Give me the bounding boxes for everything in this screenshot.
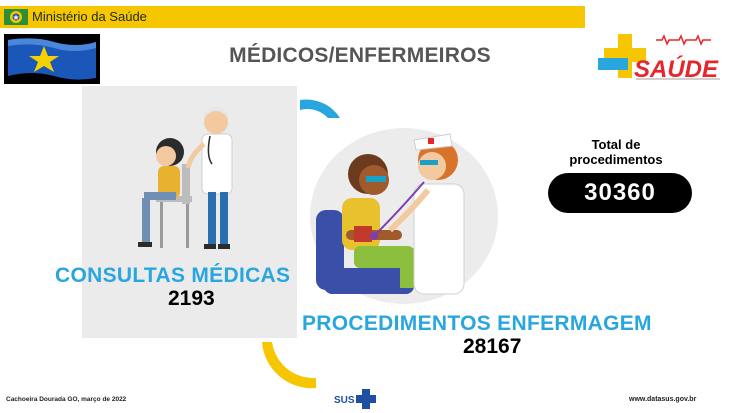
coat-of-arms-icon bbox=[4, 9, 28, 25]
sus-logo-text: SUS bbox=[334, 395, 355, 406]
procedimentos-value: 28167 bbox=[463, 335, 522, 358]
total-badge bbox=[548, 173, 692, 213]
saude-logo-icon bbox=[598, 34, 720, 80]
doctor-patient-illustration bbox=[138, 107, 233, 249]
saude-logo-text: SAÚDE bbox=[634, 56, 719, 83]
total-label: Total de procedimentos bbox=[569, 137, 663, 167]
decorative-arc-top bbox=[300, 99, 340, 118]
nurse-patient-illustration bbox=[310, 128, 498, 304]
footer-url: www.datasus.gov.br bbox=[629, 396, 697, 403]
footer-location-date: Cachoeira Dourada GO, março de 2022 bbox=[6, 396, 127, 403]
state-flag-icon bbox=[4, 34, 100, 84]
consultas-label: CONSULTAS MÉDICAS bbox=[55, 264, 291, 287]
consultas-value: 2193 bbox=[168, 287, 215, 310]
procedimentos-label: PROCEDIMENTOS ENFERMAGEM bbox=[302, 312, 652, 335]
ministry-label: Ministério da Saúde bbox=[32, 9, 147, 24]
ministry-header-bar: Ministério da Saúde bbox=[0, 6, 585, 28]
page-title: MÉDICOS/ENFERMEIROS bbox=[229, 44, 491, 67]
sus-cross-icon: SUS bbox=[334, 389, 376, 409]
total-value: 30360 bbox=[584, 179, 656, 206]
decorative-arc-bottom bbox=[262, 342, 316, 389]
consultas-panel bbox=[82, 86, 297, 338]
